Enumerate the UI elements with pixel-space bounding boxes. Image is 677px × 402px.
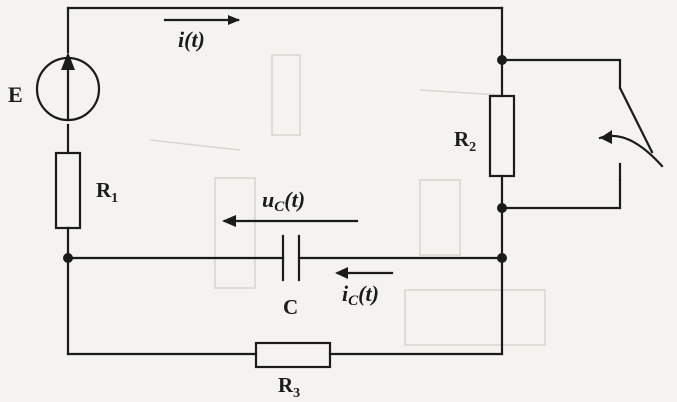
voltage-arrow-uc [222, 215, 359, 227]
resistor-r1 [54, 151, 82, 230]
junction-dot [497, 55, 507, 65]
label-current-i: i(t) [178, 27, 205, 52]
junction-dot [497, 253, 507, 263]
current-arrow-ic [335, 267, 394, 279]
switch-icon [598, 86, 664, 182]
label-current-ic: iC(t) [342, 281, 379, 309]
label-r3: R3 [278, 373, 300, 401]
label-c: C [283, 295, 298, 319]
switch-wire-top [500, 58, 622, 90]
switch-wire-bottom [500, 178, 622, 210]
label-voltage-uc: uC(t) [262, 187, 305, 215]
resistor-r3 [254, 341, 332, 369]
label-r2: R2 [454, 127, 476, 155]
current-arrow-i [163, 15, 240, 25]
background-bleed [149, 54, 546, 346]
label-e: E [8, 82, 23, 107]
label-r1: R1 [96, 178, 118, 206]
capacitor-c [281, 234, 301, 282]
resistor-r2 [488, 94, 516, 178]
junction-dot [497, 203, 507, 213]
voltage-source-e [35, 52, 101, 122]
junctions [63, 55, 507, 263]
junction-dot [63, 253, 73, 263]
